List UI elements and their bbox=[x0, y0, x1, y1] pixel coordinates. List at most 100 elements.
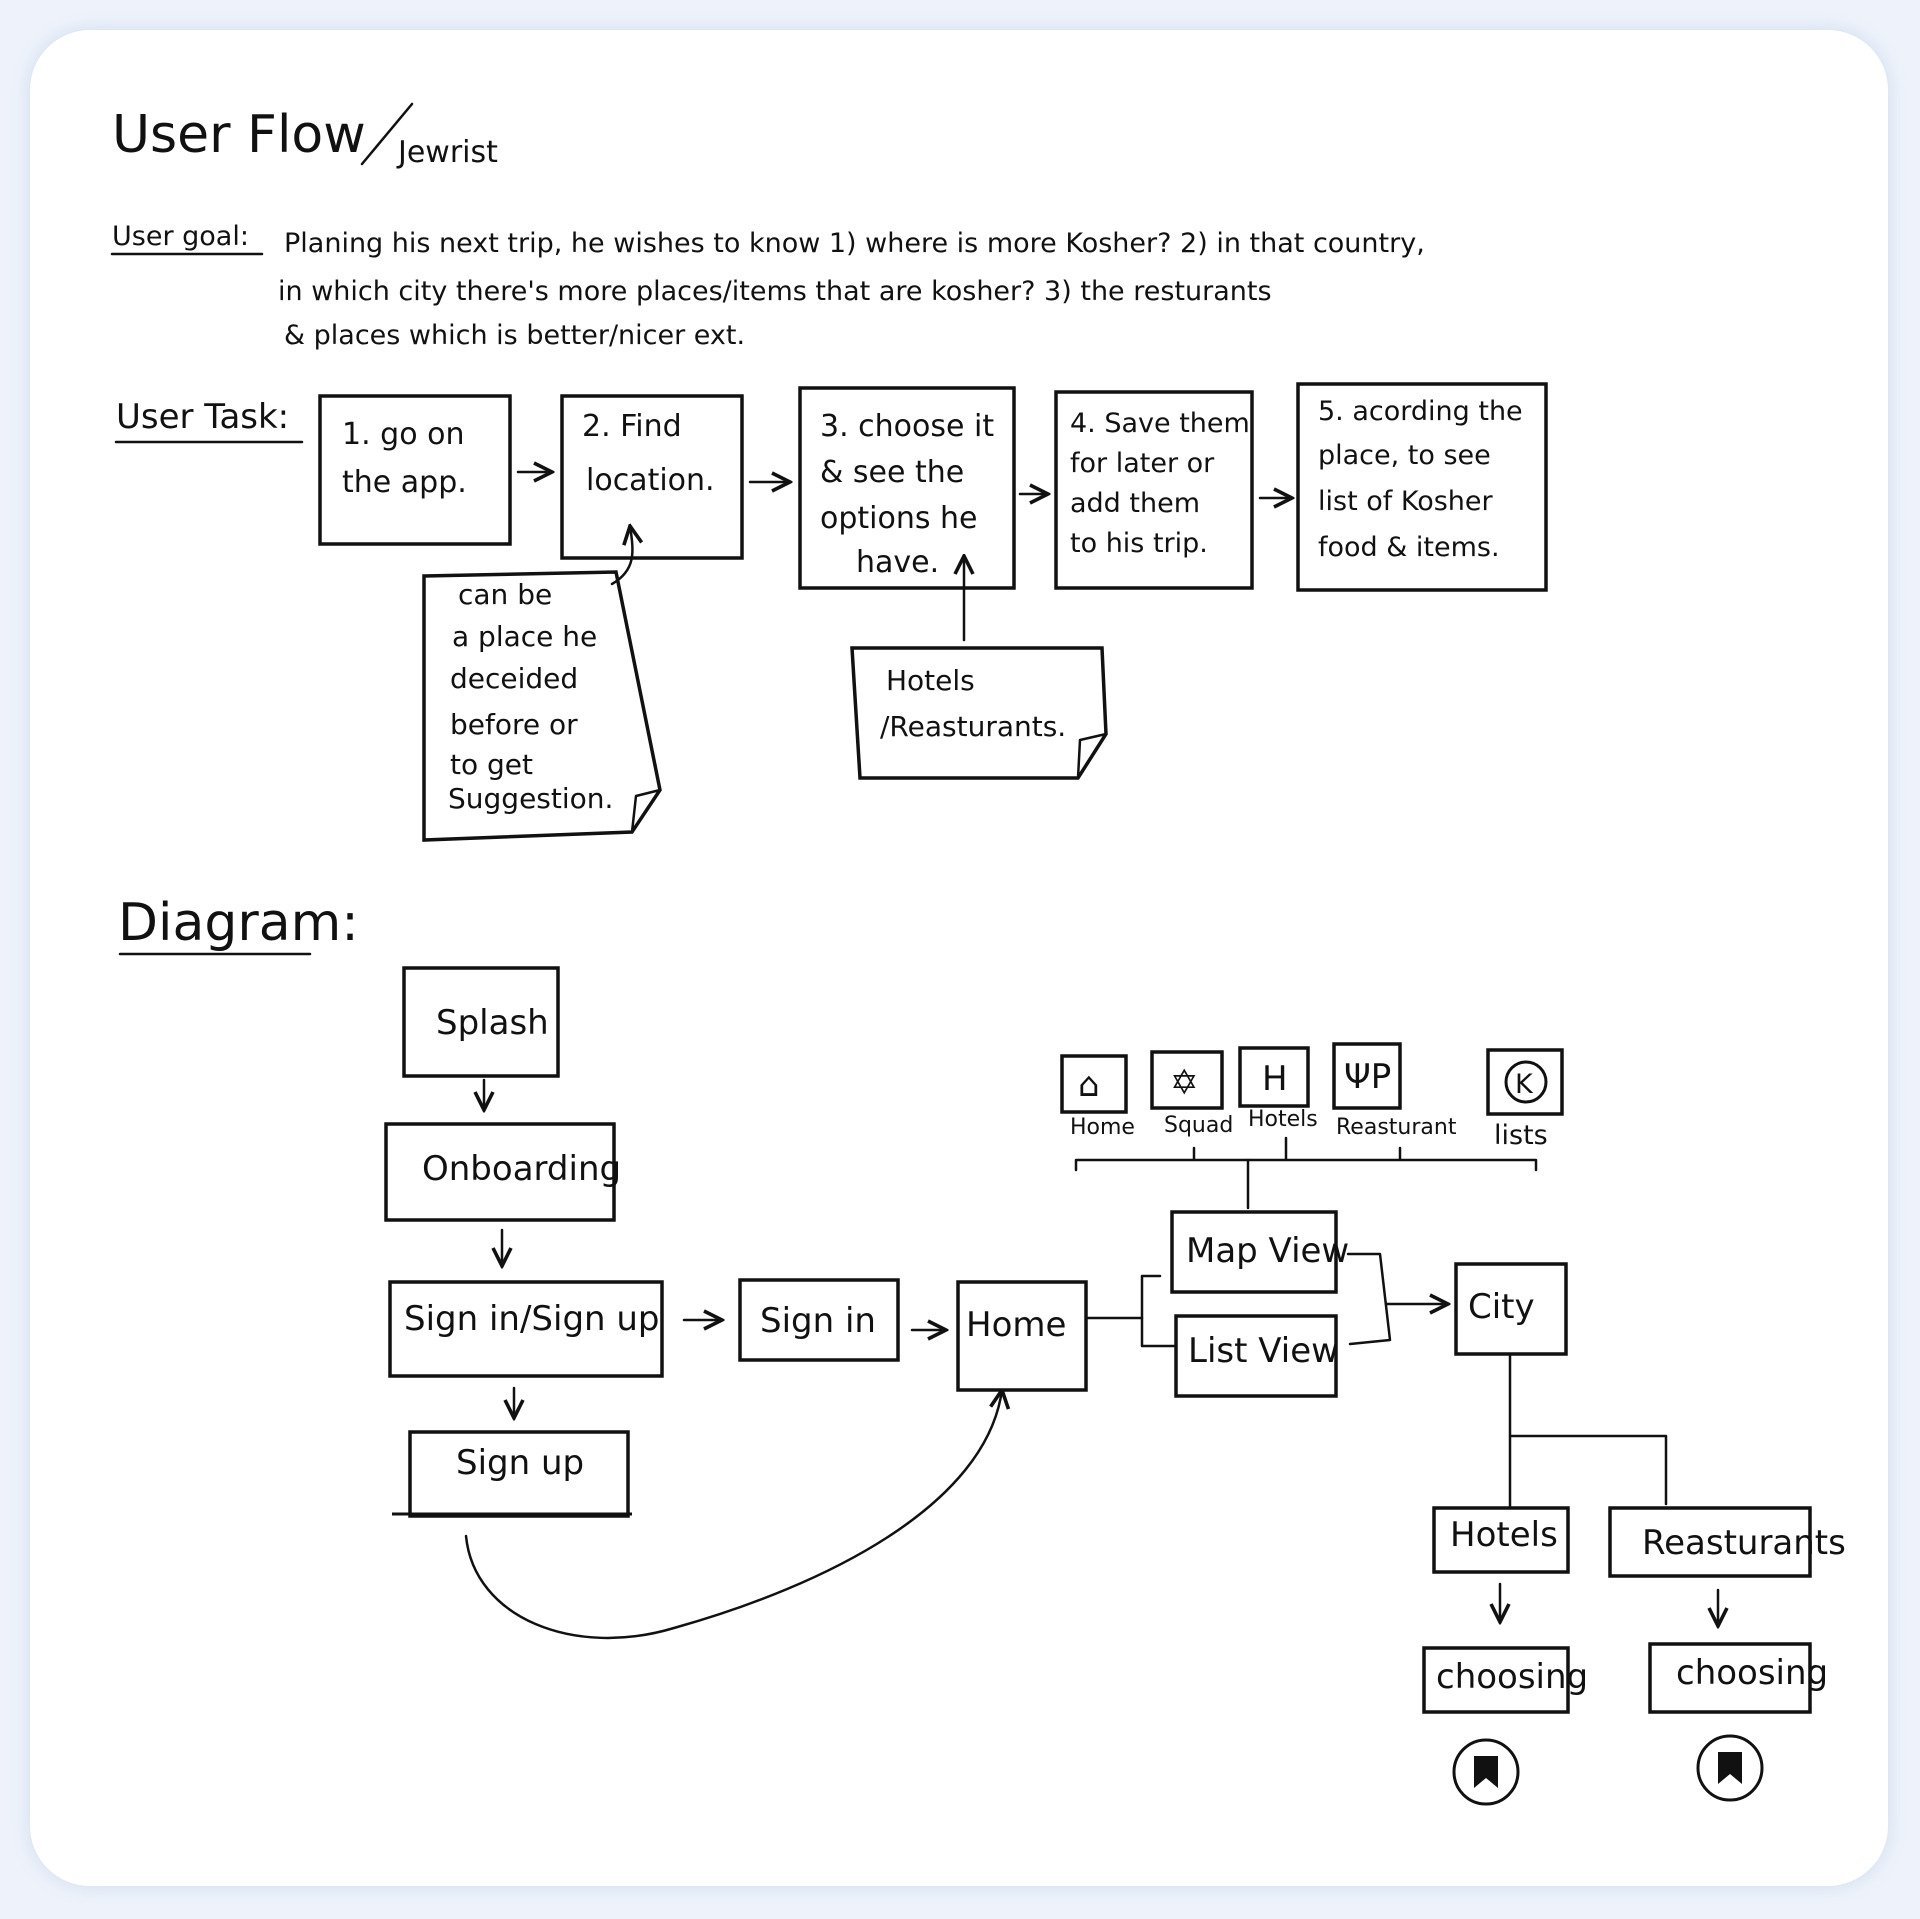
task-step-text: & see the bbox=[820, 455, 964, 490]
hotel-icon bbox=[1238, 1046, 1310, 1108]
node-label: choosing bbox=[1436, 1657, 1588, 1697]
canvas-card bbox=[30, 30, 1888, 1886]
user-goal-line: & places which is better/nicer ext. bbox=[284, 320, 745, 351]
star-of-david-icon bbox=[1150, 1050, 1224, 1110]
diagram-label: Diagram: bbox=[118, 893, 359, 953]
tab-squad: ✡ Squad bbox=[1150, 1050, 1233, 1138]
tab-icon-glyph: ΨP bbox=[1344, 1057, 1391, 1097]
node-label: Onboarding bbox=[422, 1149, 621, 1189]
node-signin: Sign in bbox=[738, 1278, 900, 1362]
note-text: before or bbox=[450, 708, 578, 741]
tab-home: ⌂ Home bbox=[1060, 1054, 1135, 1140]
task-note-suggestion: can be a place he deceided before or to … bbox=[422, 570, 662, 842]
page-title: User Flow bbox=[112, 105, 366, 165]
tab-icon-glyph: ⌂ bbox=[1078, 1065, 1100, 1105]
tab-icon-glyph: H bbox=[1262, 1059, 1288, 1099]
note-text: Suggestion. bbox=[448, 782, 613, 815]
node-box bbox=[1170, 1210, 1338, 1294]
task-step-box bbox=[1054, 390, 1254, 590]
node-box bbox=[402, 966, 560, 1078]
task-note-hotels: Hotels /Reasturants. bbox=[850, 646, 1108, 780]
task-step-box bbox=[798, 386, 1016, 590]
task-step-text: place, to see bbox=[1318, 440, 1491, 471]
note-paper bbox=[850, 646, 1108, 780]
tab-hotels: H Hotels bbox=[1238, 1046, 1318, 1132]
node-box bbox=[1422, 1646, 1570, 1714]
node-home: Home bbox=[956, 1280, 1088, 1392]
task-step-box bbox=[560, 394, 744, 560]
node-box bbox=[956, 1280, 1088, 1392]
title-slash bbox=[360, 102, 414, 166]
node-choosing-restaurants: choosing bbox=[1648, 1642, 1828, 1714]
note-text: can be bbox=[458, 578, 552, 611]
city-branch bbox=[1508, 1354, 1668, 1510]
node-box bbox=[738, 1278, 900, 1362]
task-step-text: food & items. bbox=[1318, 532, 1500, 563]
task-step-text: the app. bbox=[342, 465, 467, 500]
node-label: Sign in bbox=[760, 1301, 876, 1341]
node-label: Sign up bbox=[456, 1443, 584, 1483]
bookmark-icon bbox=[1452, 1738, 1520, 1806]
task-step-2: 2. Find location. bbox=[560, 394, 744, 560]
node-box bbox=[388, 1280, 664, 1378]
node-list-view: List View bbox=[1174, 1314, 1339, 1398]
house-icon bbox=[1060, 1054, 1128, 1114]
task-step-text: to his trip. bbox=[1070, 528, 1208, 559]
task-step-text: add them bbox=[1070, 488, 1200, 519]
node-box bbox=[1174, 1314, 1338, 1398]
task-step-text: options he bbox=[820, 501, 978, 536]
task-step-4: 4. Save them for later or add them to hi… bbox=[1054, 390, 1254, 590]
node-label: Map View bbox=[1186, 1231, 1349, 1271]
note-text: deceided bbox=[450, 662, 578, 695]
task-step-text: 4. Save them bbox=[1070, 408, 1250, 439]
tab-label: lists bbox=[1494, 1120, 1548, 1151]
node-box bbox=[1648, 1642, 1812, 1714]
page-subtitle: Jewrist bbox=[396, 135, 498, 170]
node-label: Home bbox=[966, 1305, 1066, 1345]
node-label: List View bbox=[1188, 1331, 1339, 1371]
note-arrow bbox=[610, 526, 632, 586]
node-onboarding: Onboarding bbox=[384, 1122, 621, 1222]
connector bbox=[1140, 1274, 1176, 1348]
tab-label: Squad bbox=[1164, 1113, 1233, 1138]
node-box bbox=[1608, 1506, 1812, 1578]
signup-to-home-arrow bbox=[464, 1390, 1002, 1640]
bookmark-icon bbox=[1696, 1734, 1764, 1802]
tab-label: Hotels bbox=[1248, 1107, 1318, 1132]
task-step-text: list of Kosher bbox=[1318, 486, 1494, 517]
user-goal-label: User goal: bbox=[112, 221, 249, 252]
tab-icon-glyph: K bbox=[1515, 1069, 1534, 1100]
tab-icon-glyph: ✡ bbox=[1170, 1063, 1199, 1103]
note-paper bbox=[422, 570, 662, 842]
task-step-text: have. bbox=[856, 545, 939, 580]
note-fold bbox=[630, 788, 662, 834]
task-step-text: 1. go on bbox=[342, 417, 464, 452]
note-text: to get bbox=[450, 748, 533, 781]
node-hotels: Hotels bbox=[1432, 1506, 1570, 1574]
node-signin-signup: Sign in/Sign up bbox=[388, 1280, 664, 1378]
node-box bbox=[384, 1122, 616, 1222]
node-label: City bbox=[1468, 1287, 1535, 1327]
note-text: Hotels bbox=[886, 664, 975, 697]
task-step-text: 3. choose it bbox=[820, 409, 994, 444]
fork-knife-icon bbox=[1332, 1042, 1402, 1110]
task-step-box bbox=[318, 394, 512, 546]
tab-restaurant: ΨP Reasturant bbox=[1332, 1042, 1457, 1140]
connector bbox=[1346, 1252, 1392, 1346]
task-step-3: 3. choose it & see the options he have. bbox=[798, 386, 1016, 590]
task-step-1: 1. go on the app. bbox=[318, 394, 512, 546]
node-box bbox=[1432, 1506, 1570, 1574]
note-fold bbox=[1076, 732, 1108, 780]
tab-lists: K lists bbox=[1486, 1048, 1564, 1151]
node-label: Sign in/Sign up bbox=[404, 1299, 660, 1339]
task-step-text: location. bbox=[586, 463, 715, 498]
node-label: Splash bbox=[436, 1003, 549, 1043]
user-goal-line: in which city there's more places/items … bbox=[278, 276, 1272, 307]
note-text: /Reasturants. bbox=[880, 710, 1066, 743]
node-label: choosing bbox=[1676, 1653, 1828, 1693]
task-step-5: 5. acording the place, to see list of Ko… bbox=[1296, 382, 1548, 592]
node-city: City bbox=[1454, 1262, 1568, 1356]
task-step-text: for later or bbox=[1070, 448, 1215, 479]
task-step-text: 2. Find bbox=[582, 409, 682, 444]
